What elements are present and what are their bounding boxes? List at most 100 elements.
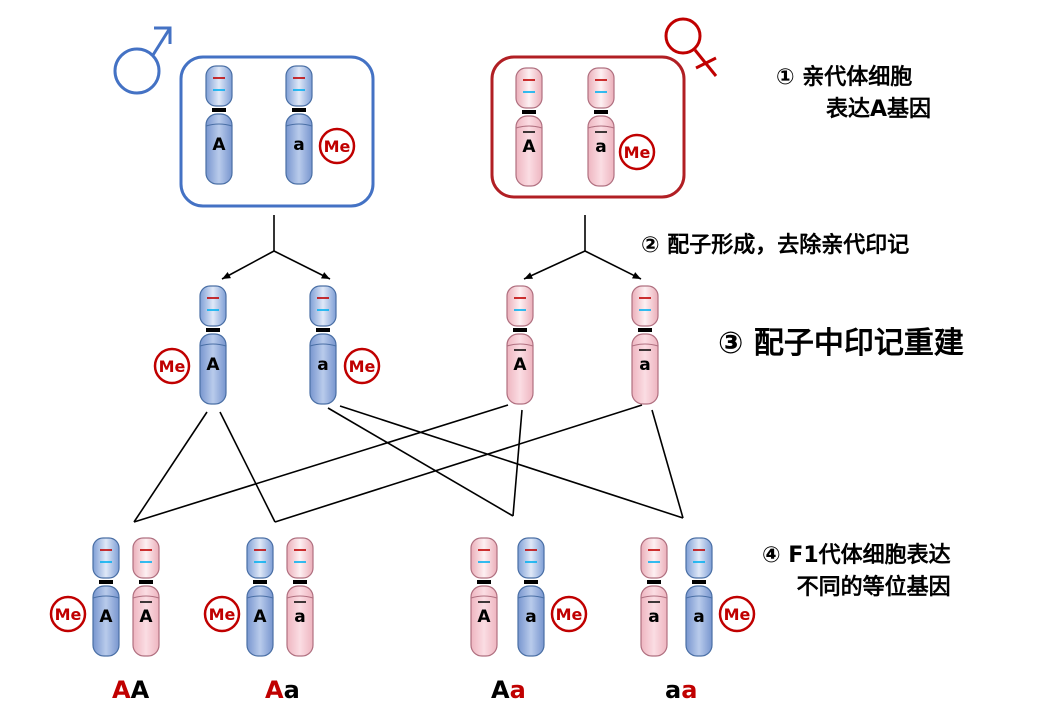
methyl-ring — [153, 347, 191, 385]
chromosome-short-arm — [199, 285, 227, 327]
step-2-line: ② 配子形成，去除亲代印记 — [641, 233, 910, 258]
arrow-head — [321, 272, 330, 279]
step-3-line: ③ 配子中印记重建 — [718, 326, 964, 361]
methyl-ring — [550, 595, 588, 633]
male-parent-cell-box — [179, 55, 375, 208]
offspring-4-maternal-chromosome: a — [640, 537, 668, 657]
arm-edge — [205, 123, 233, 127]
offspring-4-methyl-mark: Me — [718, 595, 756, 633]
arm-edge — [285, 123, 313, 127]
step-4-line-2: 不同的等位基因 — [796, 575, 951, 600]
connector-line — [339, 405, 684, 519]
methyl-label: Me — [55, 605, 82, 624]
allele-label: a — [293, 135, 304, 155]
arrow-head — [524, 272, 533, 279]
allele-label: a — [595, 137, 606, 157]
centromere — [477, 580, 491, 584]
step-1-line-1: ① 亲代体细胞 — [776, 65, 913, 90]
chromosome-long-arm — [92, 585, 120, 657]
connector-line — [523, 250, 586, 280]
centromere — [253, 580, 267, 584]
connector-line — [221, 250, 275, 280]
methyl-label: Me — [209, 605, 236, 624]
arm-edge — [132, 595, 160, 599]
arm-edge — [309, 343, 337, 347]
genotype-4-allele-1: a — [665, 676, 682, 704]
chromosome-long-arm — [515, 115, 543, 187]
offspring-1-methyl-mark: Me — [49, 595, 87, 633]
chromosome-short-arm — [132, 537, 160, 579]
arm-edge — [640, 595, 668, 599]
female-parent-methyl-mark: Me — [618, 133, 656, 171]
female-gamete-2: a — [631, 285, 659, 405]
step-1-text: ① 亲代体细胞 表达A基因 — [776, 62, 931, 126]
step-4-text: ④ F1代体细胞表达 不同的等位基因 — [762, 540, 951, 604]
offspring-1-maternal-chromosome: A — [132, 537, 160, 657]
female-parent-chromosome-2: a — [587, 67, 615, 187]
arm-edge — [506, 343, 534, 347]
offspring-3-paternal-chromosome: a — [517, 537, 545, 657]
connector-line — [133, 411, 208, 523]
chromosome-long-arm — [205, 113, 233, 185]
female-parent-cell-box — [490, 55, 686, 199]
chromosome-long-arm — [587, 115, 615, 187]
arm-edge — [286, 595, 314, 599]
allele-label: A — [99, 607, 113, 627]
genotype-label-2: Aa — [265, 676, 300, 704]
male-parent-chromosome-2: a — [285, 65, 313, 185]
centromere — [522, 110, 536, 114]
methyl-label: Me — [349, 357, 376, 376]
chromosome-short-arm — [205, 65, 233, 107]
centromere — [647, 580, 661, 584]
methyl-label: Me — [724, 605, 751, 624]
arm-edge — [92, 595, 120, 599]
centromere — [524, 580, 538, 584]
chromosome-short-arm — [246, 537, 274, 579]
offspring-2-maternal-chromosome: a — [286, 537, 314, 657]
allele-label: a — [317, 355, 328, 375]
allele-label: A — [253, 607, 267, 627]
allele-label: A — [513, 355, 527, 375]
male-parent-methyl-mark: Me — [318, 127, 356, 165]
chromosome-long-arm — [640, 585, 668, 657]
genotype-label-1: AA — [112, 676, 149, 704]
allele-label: a — [294, 607, 305, 627]
allele-label: a — [639, 355, 650, 375]
connector-line — [327, 407, 514, 517]
methyl-ring — [203, 595, 241, 633]
male-gamete-1-methyl-mark: Me — [153, 347, 191, 385]
centromere — [293, 580, 307, 584]
allele-label: a — [693, 607, 704, 627]
allele-label: a — [648, 607, 659, 627]
genotype-2-allele-2: a — [283, 676, 300, 704]
arm-edge — [199, 343, 227, 347]
methyl-ring — [343, 347, 381, 385]
offspring-4-paternal-chromosome: a — [685, 537, 713, 657]
chromosome-long-arm — [199, 333, 227, 405]
chromosome-short-arm — [286, 537, 314, 579]
male-symbol-icon — [113, 26, 172, 95]
step-4-line-1: ④ F1代体细胞表达 — [762, 543, 951, 568]
genotype-2-allele-1: A — [265, 676, 284, 704]
connector-line — [651, 409, 684, 519]
methyl-ring — [49, 595, 87, 633]
arm-edge — [246, 595, 274, 599]
genotype-3-allele-1: A — [491, 676, 510, 704]
connector-line — [512, 409, 523, 517]
chromosome-short-arm — [685, 537, 713, 579]
chromosome-short-arm — [506, 285, 534, 327]
arm-edge — [470, 595, 498, 599]
offspring-1-paternal-chromosome: A — [92, 537, 120, 657]
allele-label: a — [525, 607, 536, 627]
male-parent-chromosome-1: A — [205, 65, 233, 185]
chromosome-long-arm — [132, 585, 160, 657]
chromosome-long-arm — [506, 333, 534, 405]
chromosome-long-arm — [286, 585, 314, 657]
allele-label: A — [139, 607, 153, 627]
chromosome-short-arm — [92, 537, 120, 579]
connector-line — [219, 411, 276, 523]
centromere — [513, 328, 527, 332]
connector-line — [273, 250, 331, 280]
methyl-label: Me — [556, 605, 583, 624]
